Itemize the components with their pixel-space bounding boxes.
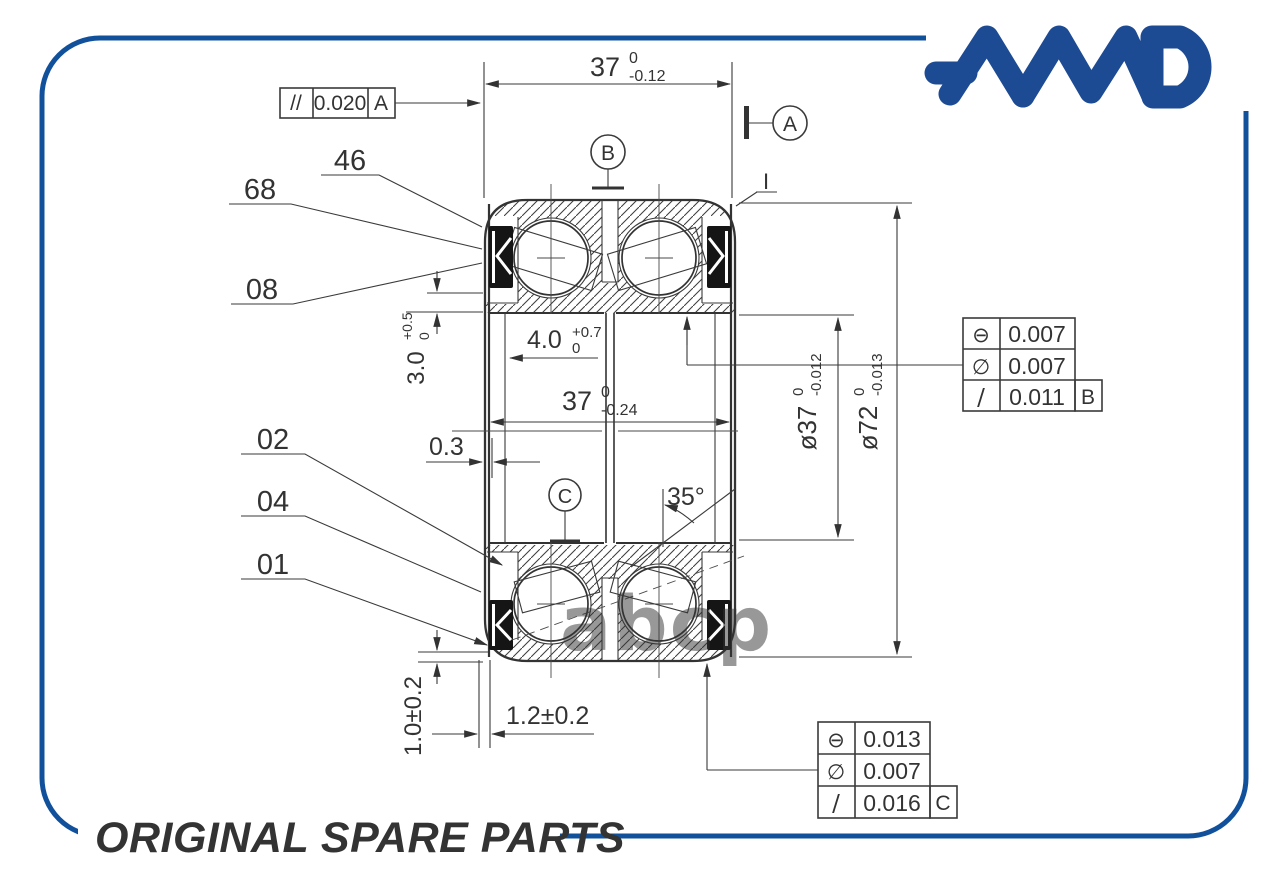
datum-b-label: B [601,142,615,165]
amd-logo-m [1011,25,1164,108]
fcf-bottom-val-3: 0.016 [863,790,921,816]
dim-mid-width-value: 37 [562,386,592,416]
fcf-top: ⊖ ∅ / 0.007 0.007 0.011 B [683,315,1103,412]
svg-text:01: 01 [257,549,289,581]
fcf-bottom: ⊖ ∅ / 0.013 0.007 0.016 C [703,662,958,819]
fcf-bottom-sym-1: ⊖ [827,728,845,752]
datum-b: B [590,134,626,190]
svg-text:08: 08 [246,274,278,306]
dim-shoulder: 3.0 +0.5 0 [399,271,483,385]
dim-bore-dia-lower: -0.012 [808,353,825,396]
bearing-cross-section [452,184,745,678]
svg-text:02: 02 [257,424,289,456]
dim-groove-lower: 0 [572,340,580,357]
frame-gap-tagline [78,813,560,863]
seal-cross-sections [489,226,731,650]
internal-edges [452,200,738,660]
dim-top-width: 37 0 -0.12 [483,50,733,198]
datum-a: A [744,105,808,141]
tagline-text: ORIGINAL SPARE PARTS [95,814,625,862]
dim-shoulder-value: 3.0 [403,351,430,384]
fcf-bottom-val-2: 0.007 [863,758,921,784]
svg-text:04: 04 [257,486,289,518]
dim-mid-width-upper: 0 [601,384,610,401]
dim-outer-dia-upper: 0 [851,388,868,396]
label-02: 02 [241,424,504,566]
dim-mid-width: 37 0 -0.24 [489,384,731,426]
dim-top-width-upper: 0 [629,50,638,67]
label-01: 01 [241,549,489,646]
dim-mid-width-lower: -0.24 [601,402,638,419]
fcf-bottom-datum: C [935,792,950,815]
parallelism-datum: A [374,92,388,115]
dim-seal-width-value: 1.2±0.2 [506,702,589,730]
parallelism-value: 0.020 [314,92,367,115]
detail-mark-label: I [763,169,769,194]
dim-recess: 0.3 [426,433,540,478]
detail-mark: I [735,169,777,207]
dim-seal-depth-value: 1.0±0.2 [400,676,427,756]
amd-logo-a [938,25,1035,108]
dim-outer-dia-lower: -0.013 [869,353,886,396]
svg-text:68: 68 [244,174,276,206]
centerlines [511,184,745,678]
amd-logo-d [1140,25,1212,109]
seal-top-left [489,226,513,288]
dim-seal-depth: 1.0±0.2 [400,630,488,756]
label-68: 68 [229,174,483,250]
dim-groove-value: 4.0 [527,326,562,354]
datum-c-label: C [558,486,572,508]
part-labels: 46 68 08 02 04 01 [229,145,504,646]
fcf-top-datum: B [1081,386,1095,409]
dim-shoulder-upper: +0.5 [399,312,415,340]
fcf-bottom-sym-2: ∅ [827,760,845,784]
label-08: 08 [231,262,483,306]
dim-angle-value: 35° [667,483,705,511]
dim-top-width-value: 37 [590,52,620,82]
dim-outer-dia: ø72 0 -0.013 [739,202,912,658]
svg-text:46: 46 [334,145,366,177]
fcf-top-val-3: 0.011 [1009,384,1065,410]
dim-top-width-lower: -0.12 [629,68,666,85]
parallelism-frame: // 0.020 A [279,87,482,119]
dim-bore-dia-upper: 0 [790,388,807,396]
amd-logo [924,25,1212,109]
fcf-bottom-sym-3: / [832,791,840,817]
watermark-text: abcp [560,579,773,668]
fcf-bottom-val-1: 0.013 [863,726,921,752]
fcf-top-sym-3: / [977,385,985,411]
seal-bottom-right [707,600,731,650]
blue-border-frame [39,35,1249,839]
datum-a-label: A [783,113,797,136]
seal-bottom-left [489,600,513,650]
label-46: 46 [321,145,483,228]
dim-outer-dia-value: ø72 [853,406,883,451]
datum-c: C [548,478,582,543]
dim-shoulder-lower: 0 [416,332,432,340]
fcf-top-sym-1: ⊖ [972,323,990,347]
parallelism-symbol: // [290,92,302,115]
dim-groove: 4.0 +0.7 0 [508,324,602,362]
bearing-outline [483,198,737,663]
dim-angle: 35° [630,483,736,568]
dim-bore-dia-value: ø37 [792,406,822,451]
dimensions: 37 0 -0.12 // 0.020 A A B [279,50,912,756]
seal-top-right [707,226,731,288]
fcf-top-val-2: 0.007 [1008,353,1066,379]
dim-seal-width: 1.2±0.2 [432,660,594,748]
dim-bore-dia: ø37 0 -0.012 [739,314,854,541]
dim-groove-upper: +0.7 [572,324,602,341]
label-04: 04 [241,486,482,593]
dim-recess-value: 0.3 [429,433,464,461]
fcf-top-sym-2: ∅ [972,355,990,379]
fcf-top-val-1: 0.007 [1008,321,1066,347]
